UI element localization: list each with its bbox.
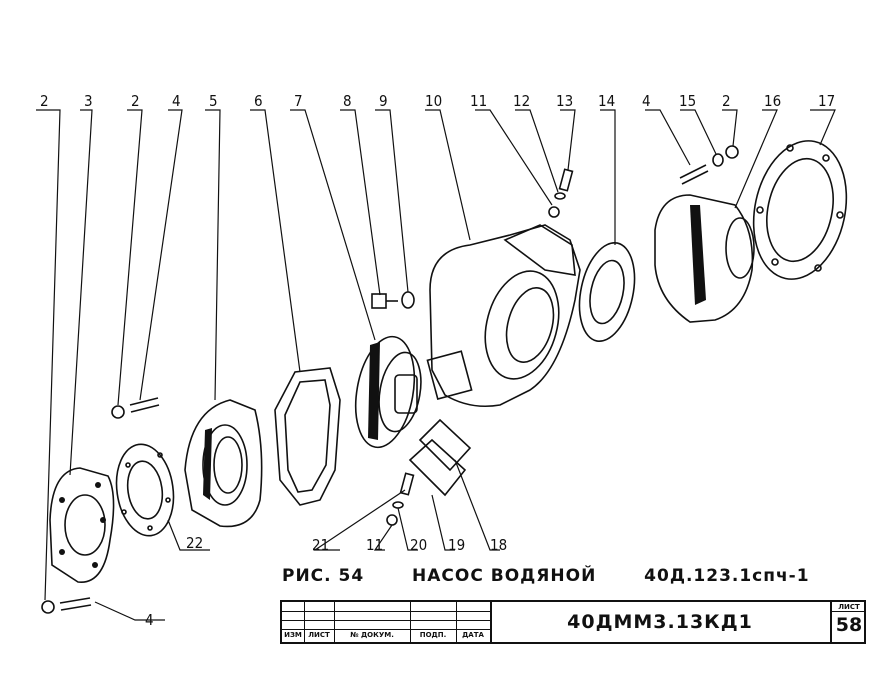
- figure-caption: РИС. 54 НАСОС ВОДЯНОЙ 40Д.123.1спч-1: [282, 566, 810, 586]
- callout-4-b: 4: [642, 92, 651, 110]
- callout-11-b: 11: [366, 536, 383, 554]
- washer-part-15: [712, 153, 724, 167]
- sheet-box: ЛИСТ 58: [830, 602, 866, 642]
- header-izm: ИЗМ: [284, 631, 302, 639]
- callout-2-a: 2: [40, 92, 49, 110]
- plug-part-21: [399, 472, 415, 496]
- washer-part-9: [401, 291, 415, 309]
- callout-12: 12: [513, 92, 530, 110]
- header-date: ДАТА: [462, 631, 484, 639]
- callout-19: 19: [448, 536, 465, 554]
- gasket-part-19: [408, 438, 467, 497]
- callout-18: 18: [490, 536, 507, 554]
- revision-grid: ИЗМ ЛИСТ № ДОКУМ. ПОДП. ДАТА: [282, 602, 492, 642]
- callout-2-c: 2: [722, 92, 731, 110]
- nut-part-11-lower: [386, 514, 398, 526]
- callout-9: 9: [379, 92, 388, 110]
- callout-7: 7: [294, 92, 303, 110]
- gasket-part-22: [115, 443, 175, 537]
- pump-housing-part-10: [426, 224, 581, 408]
- leader-lines: [36, 109, 836, 621]
- nut-part-2-lower-left: [41, 600, 55, 614]
- callout-4-c: 4: [145, 611, 154, 629]
- callout-3: 3: [84, 92, 93, 110]
- figure-number: РИС. 54: [282, 566, 365, 586]
- callout-2-b: 2: [131, 92, 140, 110]
- callouts-top: 2 3 2 4 5 6 7 8 9 10 11 12 13 14 4 15 2 …: [40, 92, 835, 110]
- figure-title: НАСОС ВОДЯНОЙ: [412, 566, 597, 586]
- callout-6: 6: [254, 92, 263, 110]
- callout-8: 8: [343, 92, 352, 110]
- header-list: ЛИСТ: [308, 631, 330, 639]
- callout-22: 22: [186, 534, 203, 552]
- washer-part-20: [392, 501, 404, 509]
- title-block: ИЗМ ЛИСТ № ДОКУМ. ПОДП. ДАТА 40ДММ3.13КД…: [280, 600, 866, 644]
- nut-part-2-upper-left: [111, 405, 125, 419]
- washer-part-12: [554, 192, 566, 200]
- callout-5: 5: [209, 92, 218, 110]
- callout-17: 17: [818, 92, 835, 110]
- callout-16: 16: [764, 92, 781, 110]
- flange-body-part-16: [654, 194, 755, 323]
- callout-10: 10: [425, 92, 442, 110]
- sheet-number: 58: [835, 614, 863, 636]
- flange-plate-part-3: [49, 467, 115, 583]
- nut-part-11: [548, 206, 560, 218]
- stud-part-4-upper-left: [129, 397, 160, 413]
- cover-plate-part-18: [418, 418, 472, 472]
- callout-13: 13: [556, 92, 573, 110]
- sheet-label: ЛИСТ: [832, 603, 866, 612]
- gasket-part-6: [274, 367, 341, 506]
- gasket-part-14: [578, 241, 636, 343]
- document-number: 40ДММ3.13КД1: [567, 611, 753, 633]
- header-doc-number: № ДОКУМ.: [350, 631, 394, 639]
- callout-20: 20: [410, 536, 427, 554]
- header-signature: ПОДП.: [419, 631, 447, 639]
- cover-part-5: [184, 399, 263, 528]
- callout-14: 14: [598, 92, 615, 110]
- gasket-part-17: [752, 140, 848, 280]
- callouts-bottom: 21 11 20 19 18 22 4: [145, 534, 507, 629]
- callout-4-a: 4: [172, 92, 181, 110]
- figure-code: 40Д.123.1спч-1: [644, 566, 810, 586]
- bolt-part-8: [371, 293, 398, 309]
- callout-11-a: 11: [470, 92, 487, 110]
- plug-part-13: [558, 168, 574, 192]
- nut-part-2-upper-right: [725, 145, 739, 159]
- callout-21: 21: [312, 536, 329, 554]
- stud-part-4-lower-left: [59, 597, 92, 611]
- callout-15: 15: [679, 92, 696, 110]
- impeller-part-7: [354, 335, 422, 449]
- stud-part-4-upper: [679, 164, 709, 185]
